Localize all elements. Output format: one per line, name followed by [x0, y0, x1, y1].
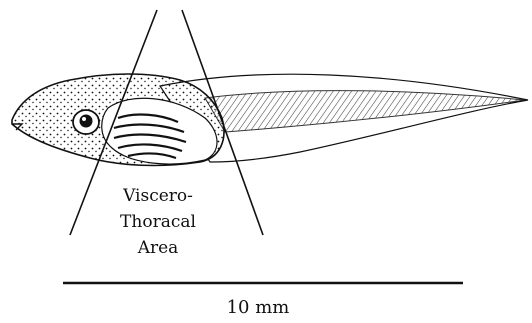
area-label-line-2: Thoracal [108, 209, 208, 235]
tail-muscle [205, 91, 525, 132]
area-label: Viscero- Thoracal Area [108, 183, 208, 261]
area-label-line-1: Viscero- [108, 183, 208, 209]
area-label-line-3: Area [108, 235, 208, 261]
scale-bar-label: 10 mm [198, 298, 318, 318]
eye-icon [73, 110, 99, 134]
